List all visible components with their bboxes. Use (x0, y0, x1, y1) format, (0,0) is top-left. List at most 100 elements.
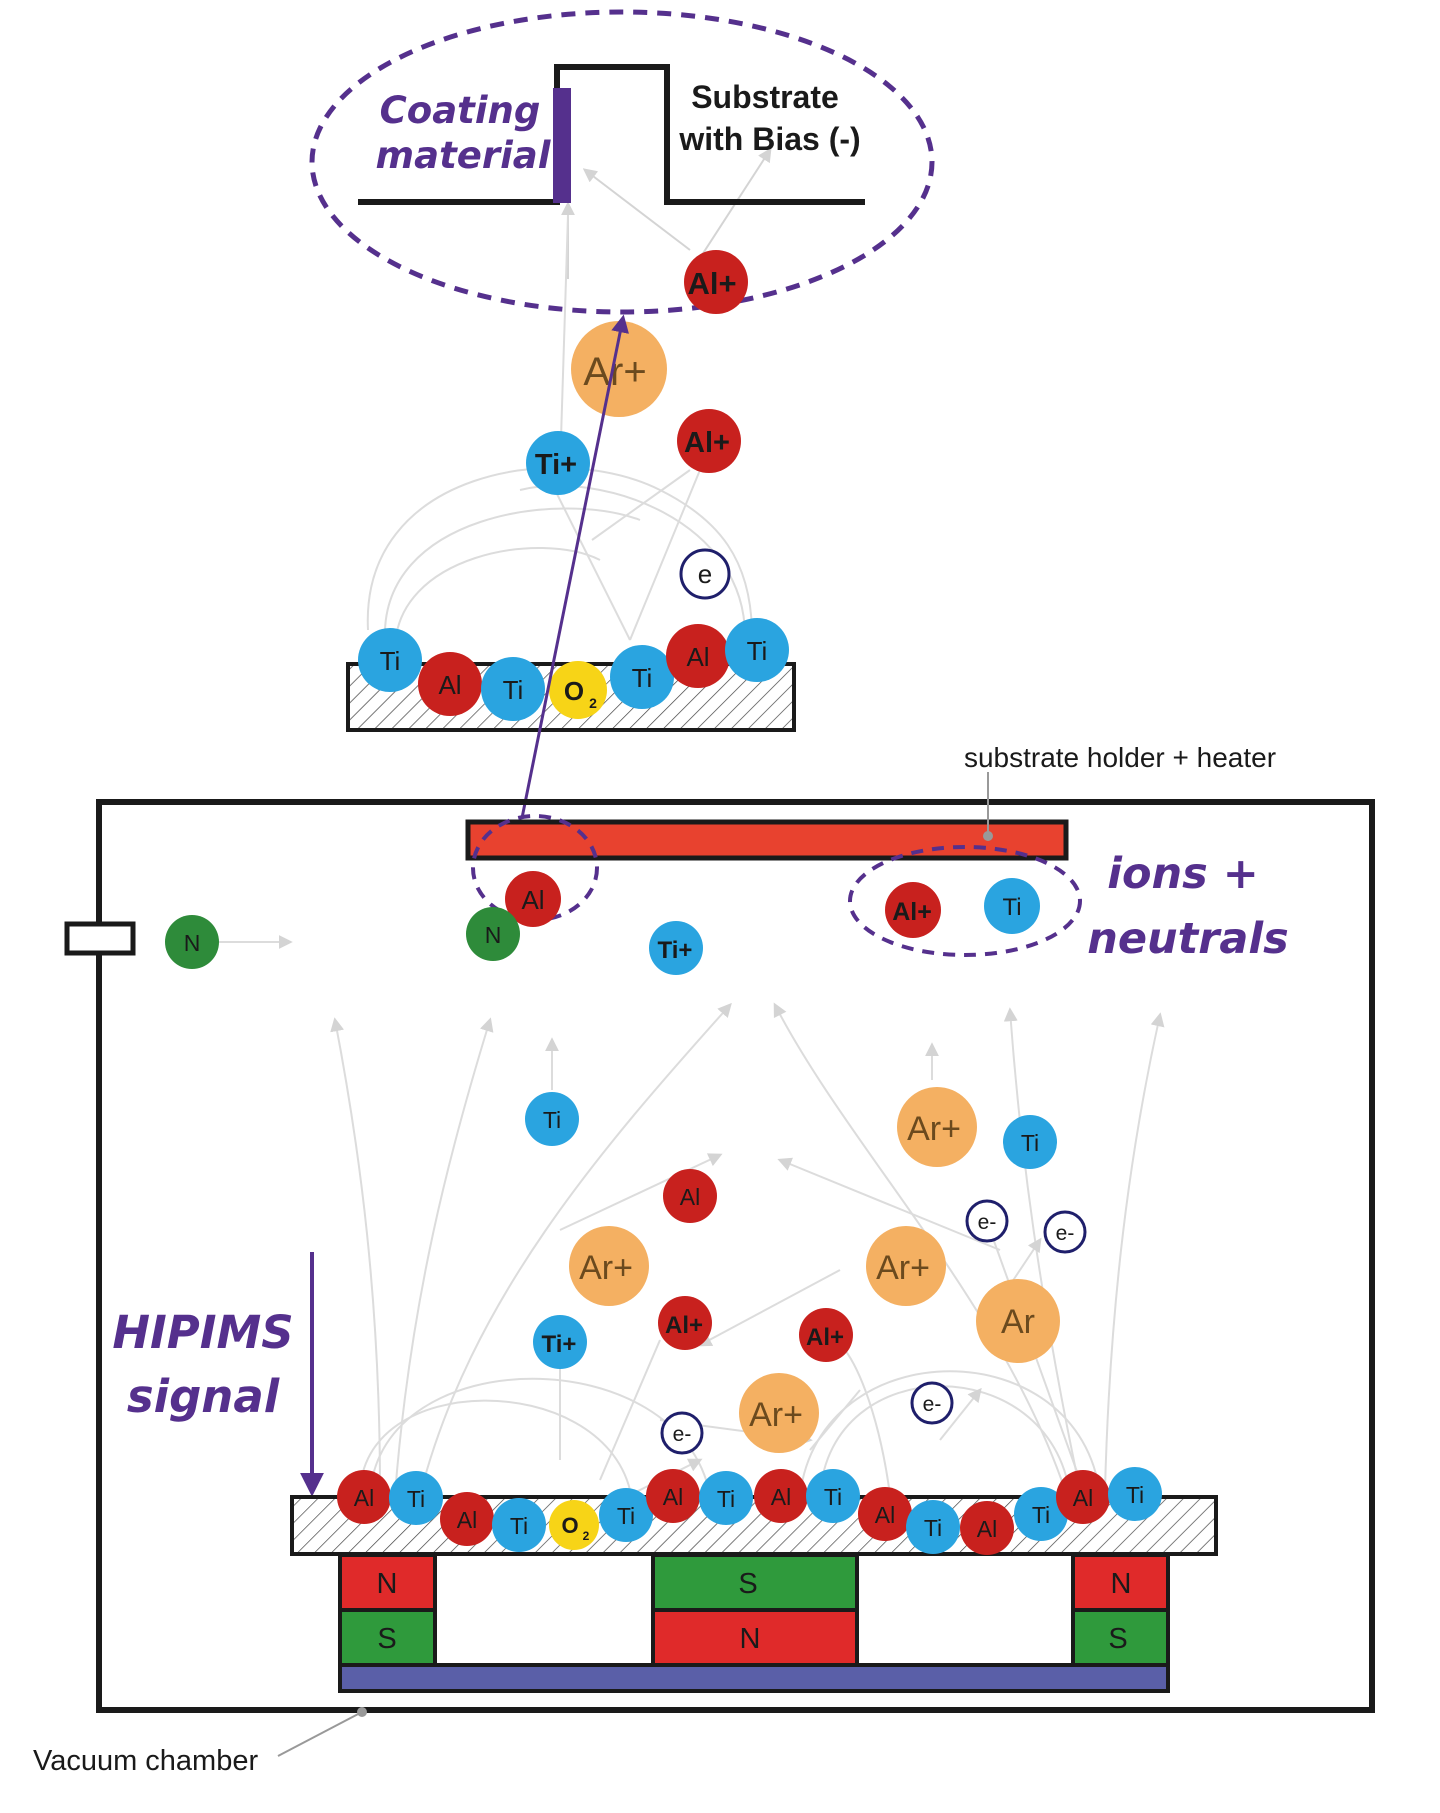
hipims-signal: HIPIMS signal (112, 1252, 324, 1497)
svg-text:2: 2 (589, 695, 597, 711)
ti-plus-ion-upper: Ti+ (649, 921, 703, 975)
svg-text:Al: Al (457, 1507, 477, 1533)
chamber-wall (96, 799, 1375, 1713)
ar-plus-ion-bottom: Ar+ (739, 1373, 819, 1453)
ti-atom-mid-right: Ti (1003, 1115, 1057, 1169)
svg-text:Ar: Ar (1001, 1303, 1035, 1341)
hipims-label-line2: signal (127, 1370, 280, 1423)
vacuum-chamber: Vacuum chamber (33, 799, 1375, 1777)
magnet-left-s (338, 1608, 437, 1667)
svg-text:Al: Al (977, 1516, 997, 1542)
svg-text:Ti: Ti (617, 1503, 635, 1529)
al-atom-deposit: Al (505, 871, 561, 927)
svg-text:O: O (564, 676, 584, 706)
svg-text:N: N (377, 1568, 398, 1600)
ti-atom-neutrals: Ti (984, 878, 1040, 934)
al-plus-ion-zoom: Al+ (684, 250, 748, 314)
substrate-holder-label: substrate holder + heater (964, 742, 1276, 773)
ti-atom-mid-left: Ti (525, 1092, 579, 1146)
al-plus-ion-neutrals: Al+ (885, 882, 941, 938)
svg-text:Ti: Ti (1032, 1502, 1050, 1528)
svg-text:Al+: Al+ (806, 1324, 844, 1351)
svg-text:N: N (1111, 1568, 1132, 1600)
svg-text:S: S (738, 1568, 757, 1600)
svg-text:Al+: Al+ (687, 266, 736, 301)
magnet-array (338, 1553, 1170, 1693)
svg-text:Ti: Ti (632, 663, 653, 693)
svg-text:Ar+: Ar+ (749, 1396, 803, 1434)
ti-plus-ion-top: Ti+ (526, 431, 590, 495)
svg-text:S: S (377, 1623, 396, 1655)
svg-text:Ar+: Ar+ (876, 1249, 930, 1287)
svg-text:Ar+: Ar+ (579, 1249, 633, 1287)
svg-text:Ti: Ti (380, 646, 401, 676)
al-plus-ion-top: Al+ (677, 409, 741, 473)
svg-text:N: N (184, 930, 201, 956)
ions-neutrals-label-line1: ions + (1107, 849, 1259, 899)
magnet-backing-plate (338, 1663, 1170, 1693)
magnet-right-n (1071, 1553, 1170, 1612)
svg-text:Ti+: Ti+ (658, 937, 693, 964)
substrate-holder-heater (465, 819, 1069, 861)
svg-text:e: e (698, 559, 712, 589)
svg-text:Al: Al (686, 642, 709, 672)
svg-text:Ti: Ti (503, 675, 524, 705)
svg-text:e-: e- (673, 1423, 692, 1446)
substrate-zoom: Coating material Substrate with Bias (-)… (309, 9, 935, 315)
svg-text:Al+: Al+ (892, 898, 932, 926)
n-atom-deposit: N (466, 907, 520, 961)
svg-text:N: N (740, 1623, 761, 1655)
svg-text:Ti+: Ti+ (535, 449, 577, 481)
vacuum-chamber-label: Vacuum chamber (33, 1745, 258, 1777)
svg-text:e-: e- (1056, 1222, 1075, 1245)
substrate-holder: substrate holder + heater (465, 742, 1276, 861)
substrate-profile-line (358, 64, 865, 205)
svg-text:Ti: Ti (407, 1486, 425, 1512)
electron-bottom-right: e- (910, 1381, 954, 1425)
coating-layer (553, 88, 571, 203)
svg-text:Ti: Ti (1021, 1130, 1039, 1156)
chamber-particles: N Al N Ti+ Al+ Ti Ti Ar+ Ti Al e- e- Ar+… (165, 871, 1087, 1455)
electron-mid-2: e- (1043, 1210, 1087, 1254)
svg-text:Al: Al (354, 1485, 374, 1511)
svg-text:S: S (1108, 1623, 1127, 1655)
svg-text:Ti: Ti (747, 636, 768, 666)
substrate-label-line1: Substrate (691, 79, 839, 115)
svg-text:Ti: Ti (717, 1486, 735, 1512)
svg-text:Al: Al (875, 1502, 895, 1528)
svg-text:Al+: Al+ (665, 1312, 703, 1339)
zoom-dashed-ellipse (309, 9, 935, 315)
svg-text:Al: Al (680, 1184, 700, 1210)
coating-material-label-line1: Coating (380, 89, 541, 132)
electron-mid-1: e- (965, 1199, 1009, 1243)
svg-text:2: 2 (583, 1529, 590, 1543)
svg-text:Al: Al (1073, 1485, 1093, 1511)
n-atom-inlet: N (165, 915, 219, 969)
al-plus-ion-lower-left: Al+ (658, 1296, 712, 1350)
hipims-label-line1: HIPIMS (112, 1306, 293, 1359)
substrate-label-line2: with Bias (-) (678, 121, 860, 157)
svg-text:Ti+: Ti+ (542, 1331, 577, 1358)
magnet-center-s (651, 1553, 859, 1612)
magnet-labels: N S S N N S (377, 1568, 1132, 1655)
svg-text:Ti: Ti (924, 1515, 942, 1541)
svg-text:Ti: Ti (510, 1513, 528, 1539)
svg-text:N: N (485, 922, 502, 948)
ions-neutrals-label-line2: neutrals (1087, 914, 1289, 964)
ar-plus-ion-left: Ar+ (569, 1226, 649, 1306)
ar-atom: Ar (976, 1279, 1060, 1363)
svg-text:Al: Al (663, 1484, 683, 1510)
svg-text:e-: e- (978, 1211, 997, 1234)
svg-text:O: O (561, 1513, 578, 1538)
svg-text:Ti: Ti (1002, 894, 1021, 921)
svg-text:Ar+: Ar+ (907, 1110, 961, 1148)
svg-text:Ti: Ti (1126, 1482, 1144, 1508)
electron-top: e (679, 548, 731, 600)
zoom-connector-line (520, 314, 629, 819)
svg-text:Ti: Ti (543, 1107, 561, 1133)
gas-inlet (64, 921, 136, 956)
